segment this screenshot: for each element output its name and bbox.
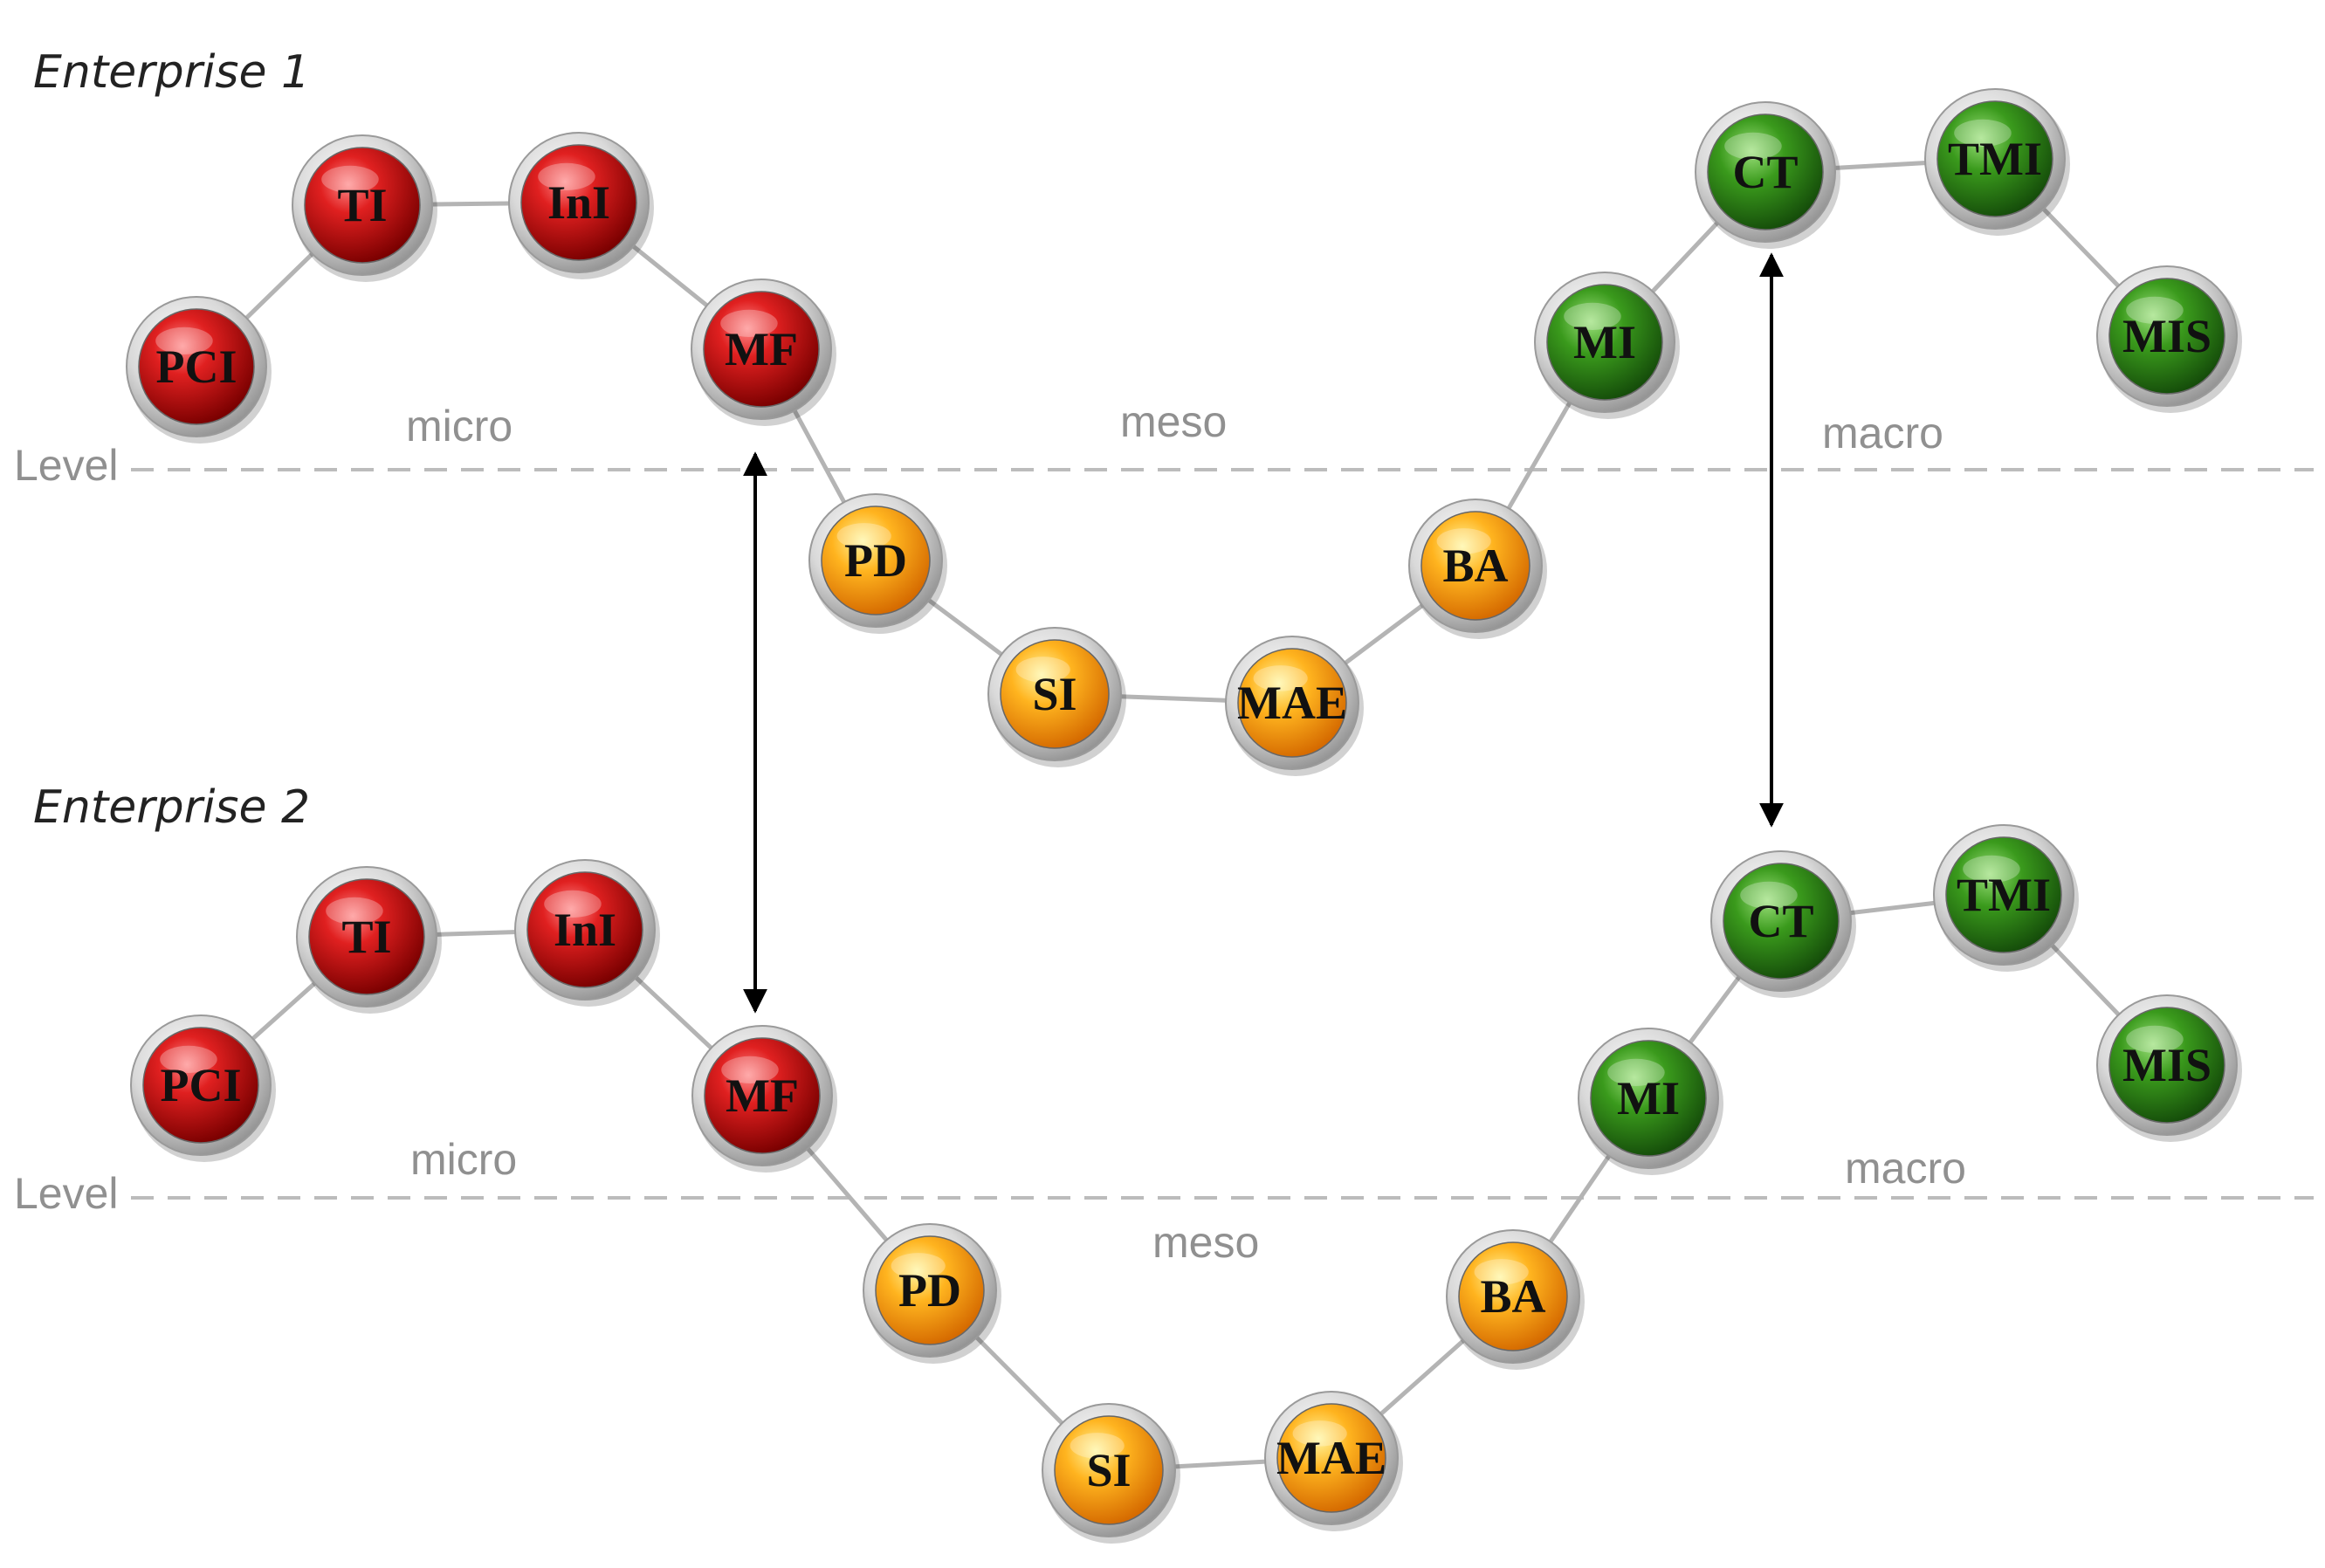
- zone-label-micro-1: micro: [406, 402, 512, 450]
- level-label-1: Level: [14, 441, 119, 490]
- node-e1-pci: PCI: [126, 296, 272, 444]
- node-label: InI: [554, 904, 616, 956]
- node-label: TMI: [1948, 133, 2042, 185]
- node-e1-tmi: TMI: [1924, 88, 2070, 236]
- enterprise-1-title: Enterprise 1: [33, 46, 310, 99]
- node-e1-mf: MF: [691, 279, 836, 426]
- node-e1-mis: MIS: [2096, 265, 2242, 413]
- node-label: CT: [1748, 895, 1813, 947]
- node-e1-ti: TI: [292, 134, 437, 282]
- zone-label-micro-2: micro: [410, 1135, 517, 1184]
- node-e2-mf: MF: [691, 1025, 837, 1173]
- zone-label-macro-1: macro: [1822, 409, 1943, 457]
- node-e2-mi: MI: [1578, 1028, 1723, 1175]
- node-label: MF: [726, 1069, 799, 1122]
- node-label: PD: [898, 1264, 961, 1317]
- node-label: InI: [547, 176, 610, 229]
- node-label: TI: [337, 179, 387, 231]
- node-e1-mae: MAE: [1225, 636, 1364, 776]
- node-label: BA: [1480, 1270, 1545, 1323]
- node-label: TMI: [1957, 869, 2051, 921]
- node-label: MAE: [1237, 677, 1347, 729]
- node-label: SI: [1032, 668, 1077, 720]
- node-label: MI: [1573, 316, 1636, 368]
- node-e2-ini: InI: [514, 859, 660, 1007]
- node-label: MI: [1617, 1072, 1680, 1124]
- node-label: SI: [1086, 1444, 1131, 1496]
- node-e1-si: SI: [987, 627, 1126, 767]
- node-e2-ti: TI: [296, 866, 442, 1014]
- node-e1-ct: CT: [1695, 101, 1840, 249]
- node-label: MIS: [2122, 310, 2212, 362]
- node-e1-ini: InI: [508, 132, 654, 279]
- node-e2-tmi: TMI: [1933, 824, 2079, 972]
- node-e1-mi: MI: [1534, 272, 1680, 419]
- node-label: MIS: [2122, 1039, 2212, 1091]
- node-label: BA: [1442, 540, 1508, 592]
- node-e1-pd: PD: [808, 493, 947, 634]
- node-e2-pci: PCI: [130, 1014, 276, 1162]
- node-e2-ba: BA: [1446, 1229, 1585, 1370]
- node-label: PD: [844, 534, 907, 587]
- node-layer: PCI TI InI MF PD SI MAE BA MI CT TMI MIS PCI TI InI MF P…: [126, 88, 2242, 1544]
- node-e1-ba: BA: [1408, 499, 1547, 639]
- node-e2-mae: MAE: [1264, 1391, 1403, 1531]
- node-e2-mis: MIS: [2096, 994, 2242, 1142]
- node-label: TI: [341, 911, 391, 963]
- node-label: CT: [1732, 146, 1798, 198]
- enterprise-2-title: Enterprise 2: [33, 781, 310, 834]
- node-label: MF: [725, 323, 798, 375]
- node-label: PCI: [156, 340, 237, 393]
- connector-layer: [195, 156, 2169, 1473]
- node-label: MAE: [1276, 1432, 1386, 1484]
- node-e2-si: SI: [1042, 1403, 1180, 1544]
- level-label-2: Level: [14, 1169, 119, 1218]
- zone-label-macro-2: macro: [1845, 1144, 1966, 1193]
- node-label: PCI: [161, 1059, 242, 1111]
- zone-label-meso-2: meso: [1152, 1218, 1259, 1267]
- zone-label-meso-1: meso: [1120, 397, 1227, 446]
- node-e2-pd: PD: [863, 1223, 1001, 1364]
- node-e2-ct: CT: [1710, 850, 1856, 998]
